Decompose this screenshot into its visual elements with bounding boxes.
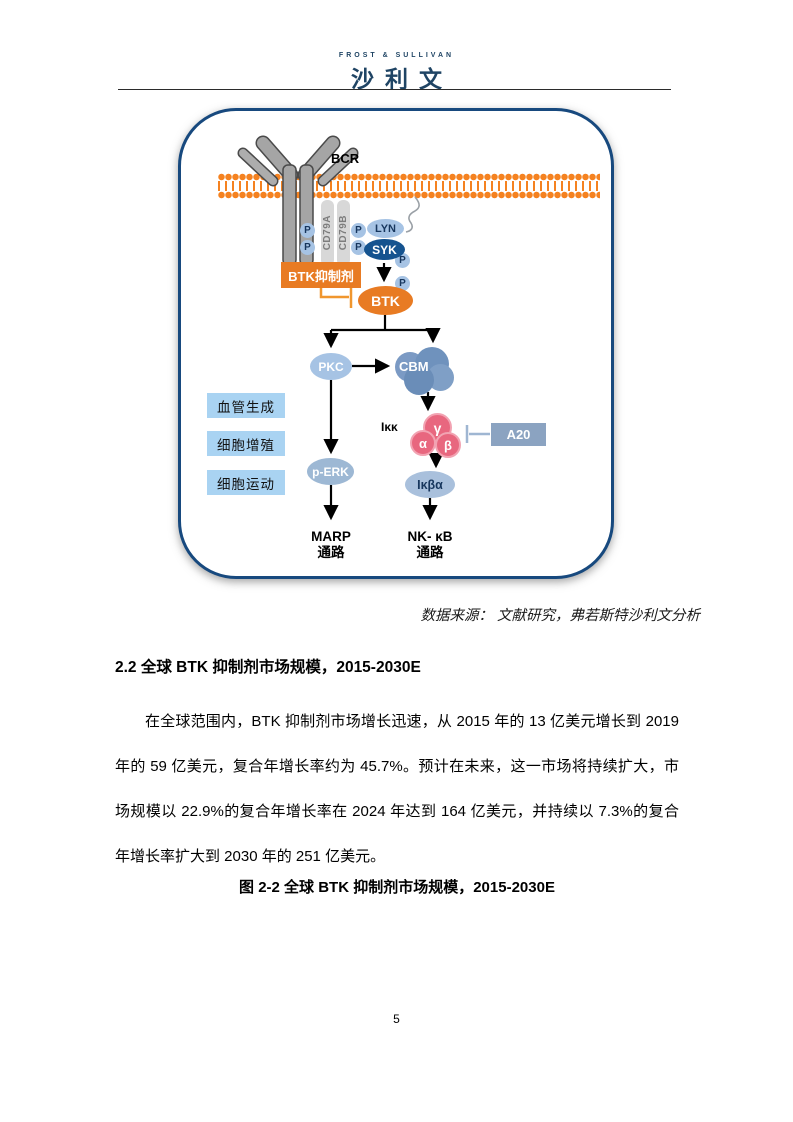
section-heading: 2.2 全球 BTK 抑制剂市场规模，2015-2030E	[115, 659, 421, 676]
ikk-beta-node: β	[435, 432, 461, 458]
ikk-label: Iκκ	[381, 420, 398, 434]
cbm-complex-node: CBM	[393, 347, 455, 395]
a20-box: A20	[491, 423, 546, 446]
ikba-node: Iκβα	[405, 471, 455, 498]
phospho-p-badge: P	[300, 240, 315, 255]
brand-name-cn: 沙利文	[351, 66, 453, 92]
body-paragraph: 在全球范围内，BTK 抑制剂市场增长迅速，从 2015 年的 13 亿美元增长到…	[115, 713, 679, 865]
btk-inhibition-connector	[319, 287, 353, 308]
marp-pathway-line2: 通路	[317, 545, 345, 560]
brand-name-en: FROST & SULLIVAN	[338, 52, 455, 59]
btk-pathway-diagram: BCR CD79A CD79B P P P P P P LYN SYK BTK抑…	[178, 108, 614, 579]
perk-node: p-ERK	[307, 458, 354, 485]
ikk-alpha-node: α	[410, 430, 436, 456]
phospho-p-badge: P	[351, 240, 366, 255]
bcr-label: BCR	[331, 151, 360, 166]
effect-migration: 细胞运动	[207, 470, 285, 495]
pathway-arrows	[323, 263, 444, 521]
marp-pathway-line1: MARP	[311, 529, 351, 544]
effect-angiogenesis: 血管生成	[207, 393, 285, 418]
phospho-p-badge: P	[351, 223, 366, 238]
cd79b-bar: CD79B	[337, 200, 350, 266]
nfkb-pathway-label: NK- κB 通路	[393, 529, 467, 561]
pathway-connectors-layer	[237, 135, 490, 521]
cd79a-bar: CD79A	[321, 200, 334, 266]
btk-node: BTK	[358, 286, 413, 315]
a20-inhibition-connector	[465, 425, 490, 443]
cell-membrane-icon	[218, 173, 600, 199]
page-number: 5	[393, 1012, 400, 1026]
frost-sullivan-logo: FROST & SULLIVAN 沙利文	[0, 52, 793, 94]
cd79a-label: CD79A	[322, 215, 333, 251]
phospho-p-badge: P	[300, 223, 315, 238]
btk-inhibitor-box: BTK抑制剂	[281, 262, 361, 288]
cbm-circle	[404, 365, 434, 395]
signal-squiggle-icon	[405, 196, 420, 233]
data-source-note: 数据来源： 文献研究，弗若斯特沙利文分析	[420, 608, 700, 624]
nfkb-pathway-line1: NK- κB	[407, 529, 453, 544]
cbm-label: CBM	[399, 359, 429, 374]
marp-pathway-label: MARP 通路	[296, 529, 366, 561]
lyn-node: LYN	[367, 219, 404, 238]
header-divider	[118, 89, 671, 90]
syk-node: SYK	[364, 239, 405, 260]
pkc-node: PKC	[310, 353, 352, 380]
cd79b-label: CD79B	[338, 215, 349, 251]
nfkb-pathway-line2: 通路	[416, 545, 444, 560]
effect-proliferation: 细胞增殖	[207, 431, 285, 456]
figure-caption: 图 2-2 全球 BTK 抑制剂市场规模，2015-2030E	[239, 879, 555, 896]
